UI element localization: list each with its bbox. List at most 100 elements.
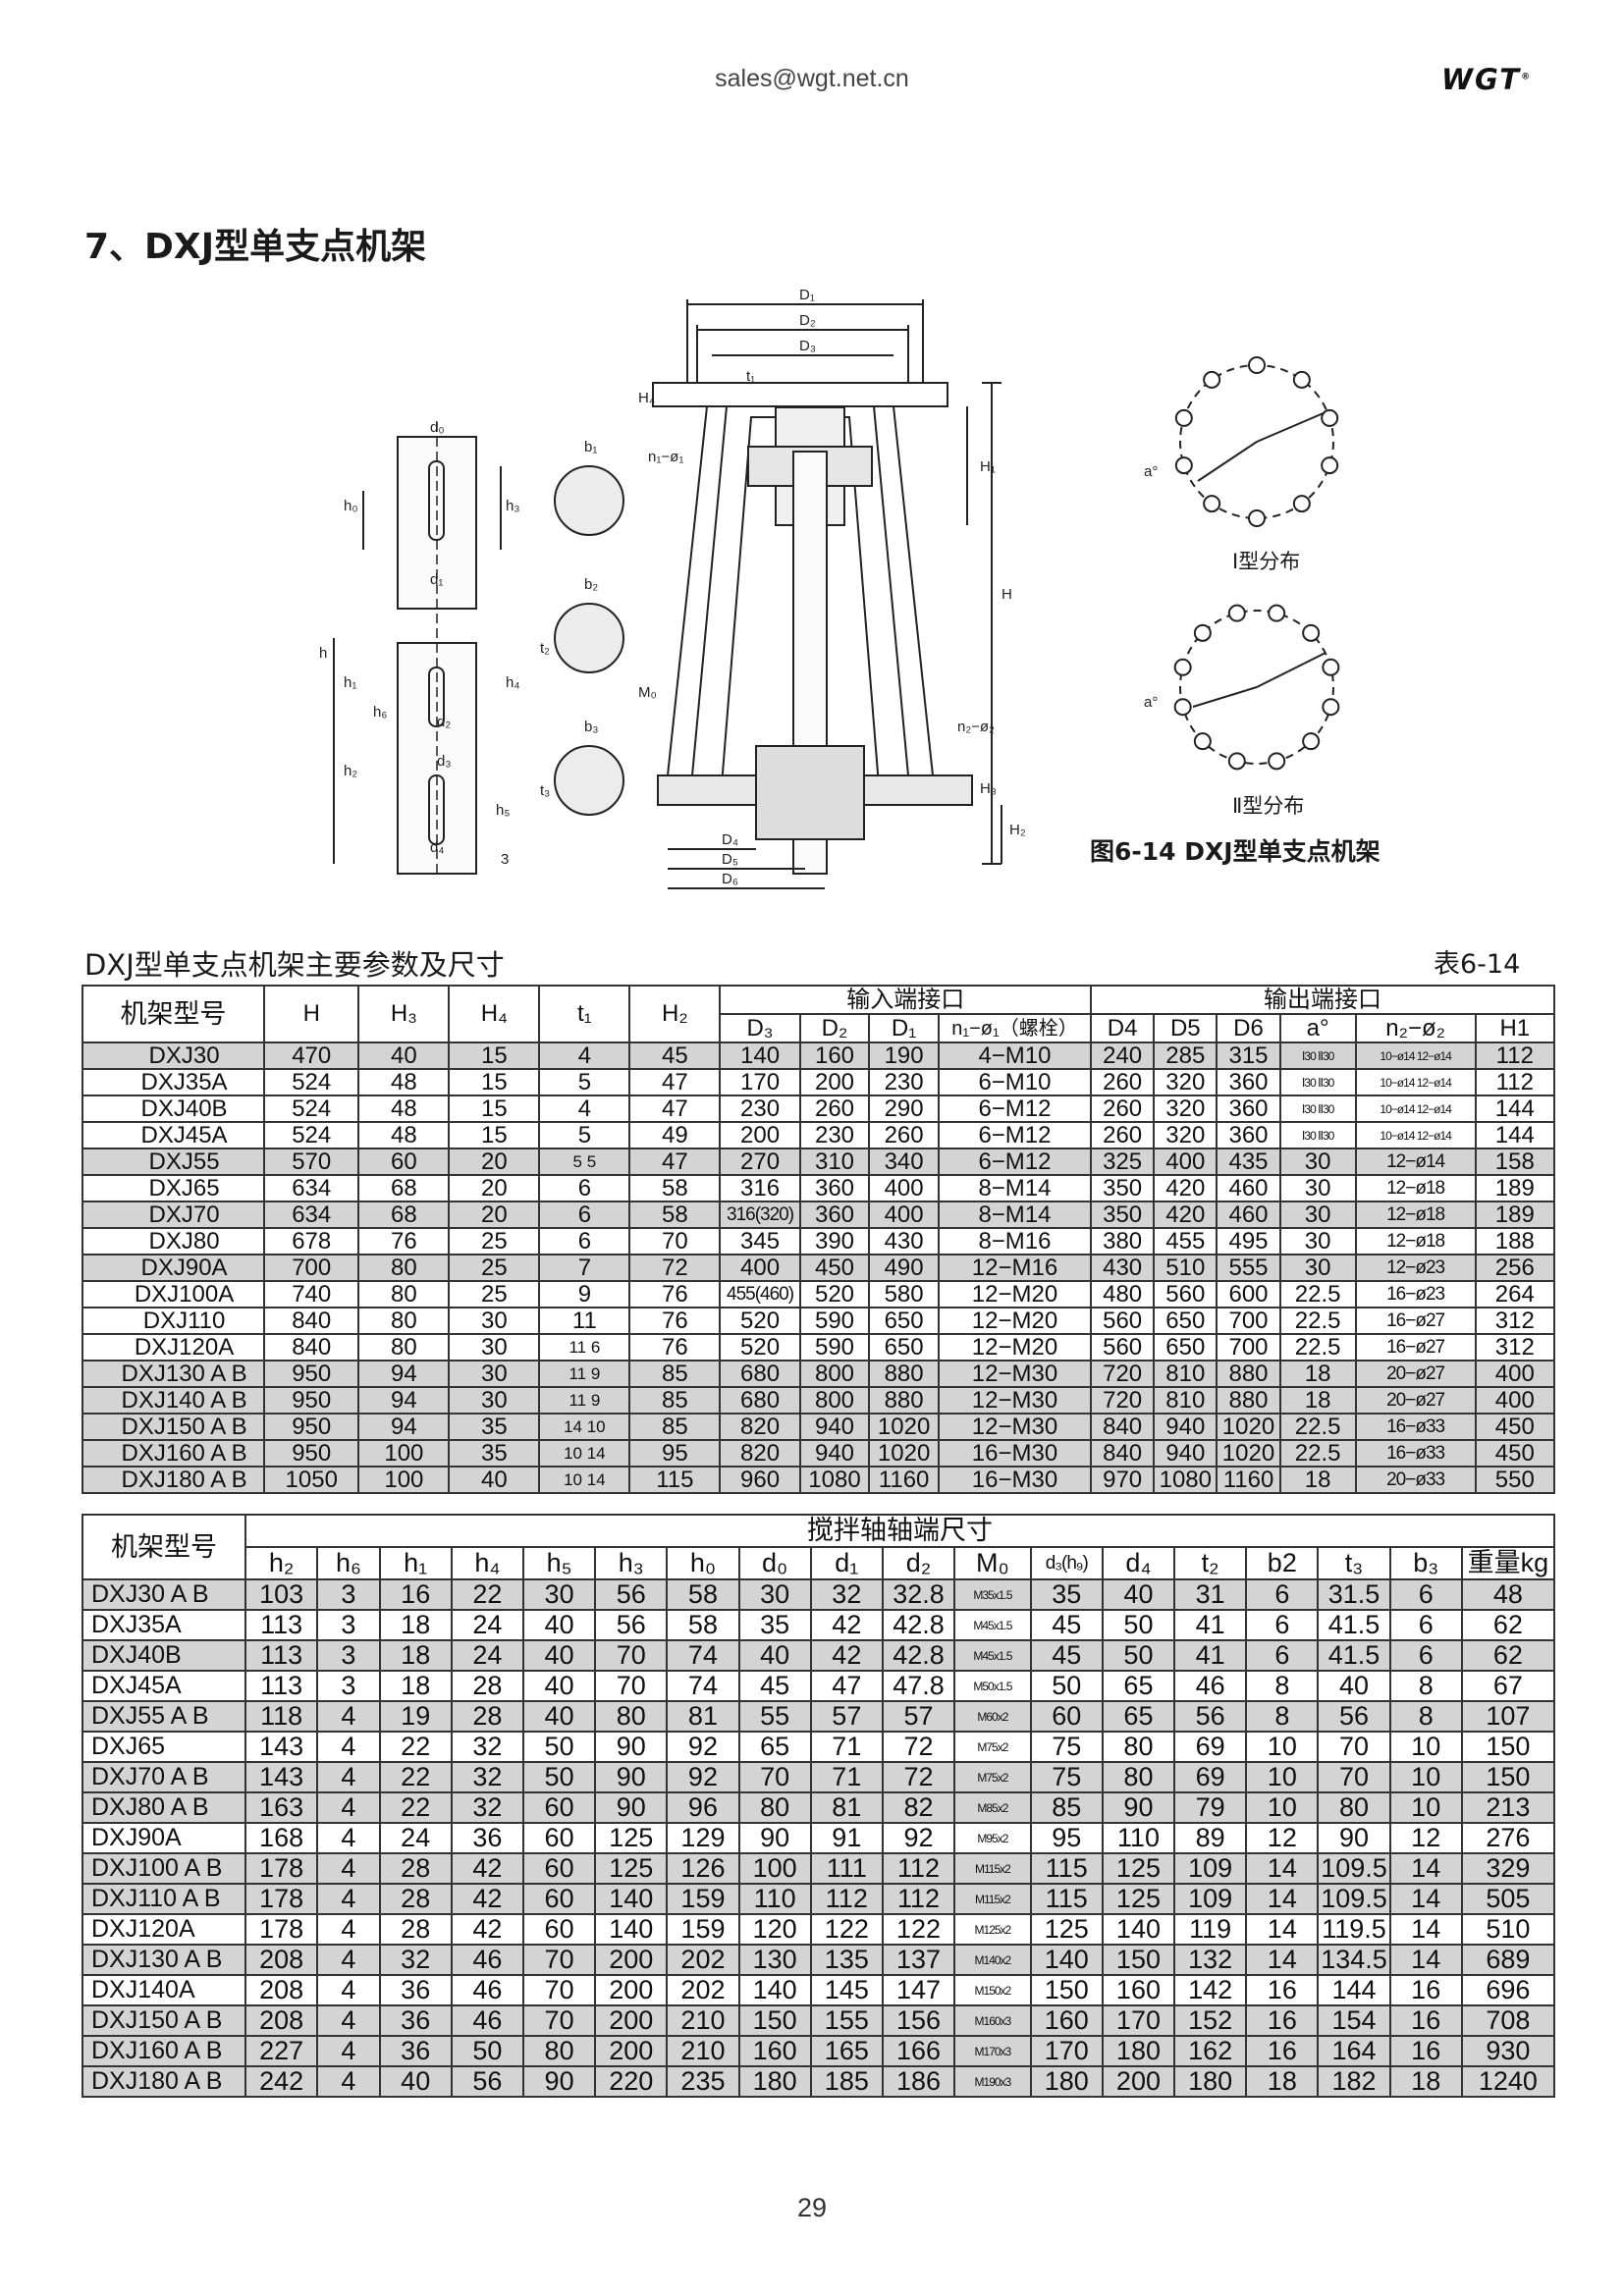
- body-outer: [667, 405, 934, 776]
- t1-head-H1: H1: [1474, 1013, 1556, 1043]
- value-cell: 200: [594, 2035, 669, 2067]
- value-cell: 4: [316, 1700, 381, 1733]
- value-cell: 90: [594, 1731, 669, 1763]
- value-cell: 115: [1029, 1852, 1104, 1885]
- page-number: 29: [796, 2193, 828, 2222]
- value-cell: M115x2: [953, 1883, 1032, 1915]
- value-cell: 74: [666, 1639, 740, 1672]
- value-cell: 115: [628, 1466, 722, 1494]
- value-cell: 8−M14: [937, 1174, 1093, 1202]
- value-cell: 840: [263, 1307, 360, 1335]
- value-cell: 70: [594, 1670, 669, 1702]
- value-cell: 47: [628, 1068, 722, 1096]
- value-cell: 10−ø14 12−ø14: [1354, 1095, 1477, 1123]
- value-cell: 11 6: [538, 1333, 631, 1362]
- value-cell: 82: [881, 1791, 956, 1824]
- value-cell: 80: [1101, 1761, 1176, 1793]
- value-cell: 71: [809, 1761, 884, 1793]
- header-email[interactable]: sales@wgt.net.cn: [715, 65, 909, 92]
- value-cell: 8−M14: [937, 1201, 1093, 1229]
- value-cell: 12−M30: [937, 1413, 1093, 1441]
- figure-caption: 图6-14 DXJ型单支点机架: [1090, 837, 1380, 866]
- t2-head-col: b2: [1245, 1546, 1320, 1580]
- value-cell: 1050: [263, 1466, 360, 1494]
- value-cell: 75: [1029, 1731, 1104, 1763]
- label-D1: D₁: [799, 287, 815, 303]
- value-cell: 47: [628, 1148, 722, 1176]
- value-cell: M45x1.5: [953, 1639, 1032, 1672]
- value-cell: 91: [809, 1822, 884, 1854]
- value-cell: 810: [1153, 1386, 1218, 1415]
- value-cell: 109: [1173, 1883, 1248, 1915]
- value-cell: 180: [1101, 2035, 1176, 2067]
- value-cell: 940: [798, 1439, 871, 1468]
- value-cell: 185: [809, 2065, 884, 2098]
- value-cell: 14: [1245, 1852, 1320, 1885]
- value-cell: 22.5: [1278, 1413, 1357, 1441]
- value-cell: 4: [316, 1944, 381, 1976]
- value-cell: 80: [357, 1280, 451, 1308]
- value-cell: 10 14: [538, 1466, 631, 1494]
- value-cell: 495: [1216, 1227, 1281, 1255]
- model-cell: DXJ30: [81, 1041, 266, 1070]
- value-cell: 10: [1245, 1761, 1320, 1793]
- value-cell: 62: [1460, 1639, 1556, 1672]
- body-inner: [691, 405, 909, 776]
- top-flange: [652, 382, 948, 407]
- value-cell: 119: [1173, 1913, 1248, 1946]
- value-cell: 72: [881, 1731, 956, 1763]
- value-cell: 708: [1460, 2004, 1556, 2037]
- value-cell: 40: [521, 1670, 597, 1702]
- t2-head-col: d₀: [737, 1546, 812, 1580]
- value-cell: 360: [798, 1174, 871, 1202]
- value-cell: 137: [881, 1944, 956, 1976]
- logo-text: WGT: [1441, 63, 1522, 96]
- value-cell: 90: [594, 1761, 669, 1793]
- value-cell: 960: [719, 1466, 801, 1494]
- label-h5: h₅: [496, 802, 510, 819]
- value-cell: 800: [798, 1360, 871, 1388]
- value-cell: 10: [1388, 1791, 1463, 1824]
- value-cell: 1240: [1460, 2065, 1556, 2098]
- wgt-logo: WGT®: [1441, 63, 1532, 96]
- bolt-hole: [1193, 623, 1212, 642]
- model-cell: DXJ80: [81, 1227, 266, 1255]
- label-h0: h₀: [344, 498, 358, 514]
- t2-head-col: t₃: [1317, 1546, 1391, 1580]
- value-cell: 880: [1216, 1386, 1281, 1415]
- value-cell: 1020: [1216, 1439, 1281, 1468]
- value-cell: 50: [1101, 1639, 1176, 1672]
- label-t1: t₁: [746, 368, 755, 385]
- value-cell: 70: [737, 1761, 812, 1793]
- value-cell: 22.5: [1278, 1333, 1357, 1362]
- value-cell: M140x2: [953, 1944, 1032, 1976]
- value-cell: 350: [1090, 1201, 1156, 1229]
- t2-head-col: h₀: [666, 1546, 740, 1580]
- value-cell: 125: [594, 1852, 669, 1885]
- value-cell: 125: [1029, 1913, 1104, 1946]
- value-cell: 46: [450, 2004, 524, 2037]
- value-cell: 15: [448, 1095, 541, 1123]
- value-cell: 140: [1029, 1944, 1104, 1976]
- label-t2: t₂: [540, 640, 550, 657]
- value-cell: M190x3: [953, 2065, 1032, 2098]
- value-cell: 28: [378, 1913, 453, 1946]
- value-cell: 144: [1474, 1095, 1556, 1123]
- t2-head-col: d₂: [881, 1546, 956, 1580]
- value-cell: 1160: [1216, 1466, 1281, 1494]
- value-cell: 14: [1388, 1944, 1463, 1976]
- label-D3: D₃: [799, 338, 816, 354]
- value-cell: 16−ø33: [1354, 1439, 1477, 1468]
- value-cell: 32: [378, 1944, 453, 1976]
- value-cell: 42.8: [881, 1639, 956, 1672]
- t1-head-H4: H₄: [448, 985, 541, 1043]
- value-cell: 1020: [1216, 1413, 1281, 1441]
- value-cell: 3: [316, 1639, 381, 1672]
